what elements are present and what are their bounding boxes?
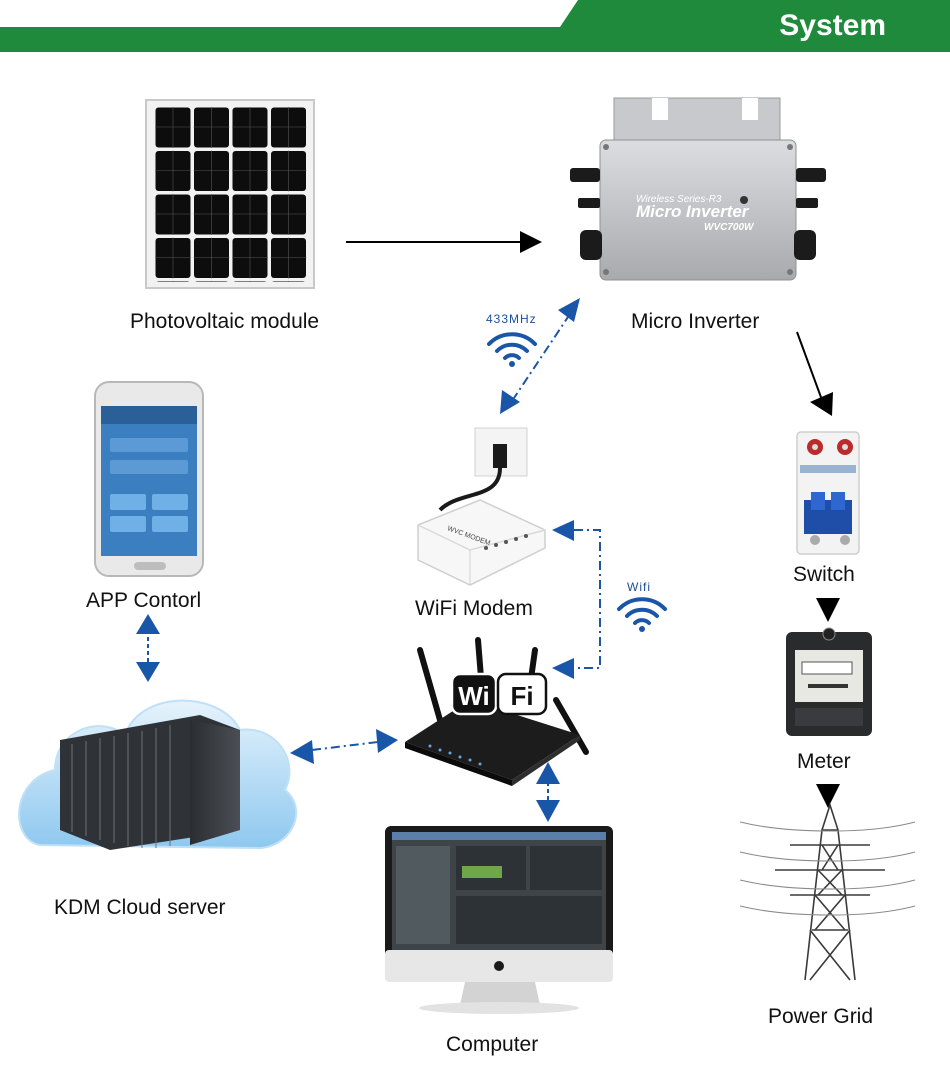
computer-label: Computer [446, 1033, 539, 1056]
wifi-router-icon: Wi Fi [405, 637, 589, 786]
router-badge-wi: Wi [458, 681, 490, 711]
arrowhead-to-cloud-from-app [136, 662, 160, 682]
arrowhead-to-app [136, 614, 160, 634]
cloud-server-label: KDM Cloud server [54, 896, 226, 919]
arrowhead-pv-to-inverter [520, 231, 542, 253]
micro-inverter-label: Micro Inverter [631, 310, 760, 333]
pv-module-label: Photovoltaic module [130, 310, 320, 333]
arrowhead-to-cloud [290, 740, 314, 764]
inverter-badge-line3: WVC700W [704, 222, 755, 233]
solar-panel-icon [145, 99, 315, 289]
wifi-modem-icon: WVC MODEM [417, 499, 546, 586]
power-grid-label: Power Grid [768, 1005, 874, 1028]
arrow-meter-to-grid [816, 784, 840, 808]
arrowhead-rf-down [500, 390, 520, 414]
arrowhead-wifi-modem [552, 520, 574, 541]
arrowhead-to-router [376, 729, 398, 753]
link-wifi [574, 529, 601, 669]
circuit-breaker-icon [796, 431, 860, 555]
power-tower-icon [739, 802, 916, 981]
arrowhead-wifi-router [552, 658, 574, 679]
link-router-cloud [311, 741, 379, 751]
switch-label: Switch [793, 563, 855, 586]
arrow-inverter-to-switch [796, 331, 823, 401]
app-control-label: APP Contorl [86, 589, 202, 612]
wall-socket-icon [438, 427, 528, 512]
header-title: System [779, 9, 886, 42]
wifi-link-label: Wifi [627, 580, 651, 594]
link-rf-433mhz [513, 313, 571, 399]
header-notch [560, 0, 578, 27]
wifi-modem-label: WiFi Modem [415, 597, 533, 620]
rf-433mhz-label: 433MHz [486, 312, 537, 326]
computer-monitor-icon [385, 826, 613, 1014]
wifi-signal-icon [617, 597, 667, 632]
router-badge-fi: Fi [510, 681, 533, 711]
smartphone-icon [94, 381, 204, 577]
arrow-switch-to-meter [816, 598, 840, 622]
arrowhead-to-router-up [536, 762, 560, 784]
arrowhead-rf-up [558, 298, 580, 322]
arrowhead-inverter-to-switch [810, 392, 833, 416]
header-tab [578, 0, 950, 52]
micro-inverter-icon: Wireless Series-R3 Micro Inverter WVC700… [570, 97, 826, 281]
inverter-badge-line1: Wireless Series-R3 [636, 194, 722, 205]
inverter-badge-line2: Micro Inverter [636, 202, 750, 221]
arrowhead-to-computer [536, 800, 560, 822]
rf-signal-icon [487, 332, 537, 367]
cloud-server-icon [18, 699, 298, 850]
energy-meter-icon [786, 627, 872, 736]
meter-label: Meter [797, 750, 851, 773]
